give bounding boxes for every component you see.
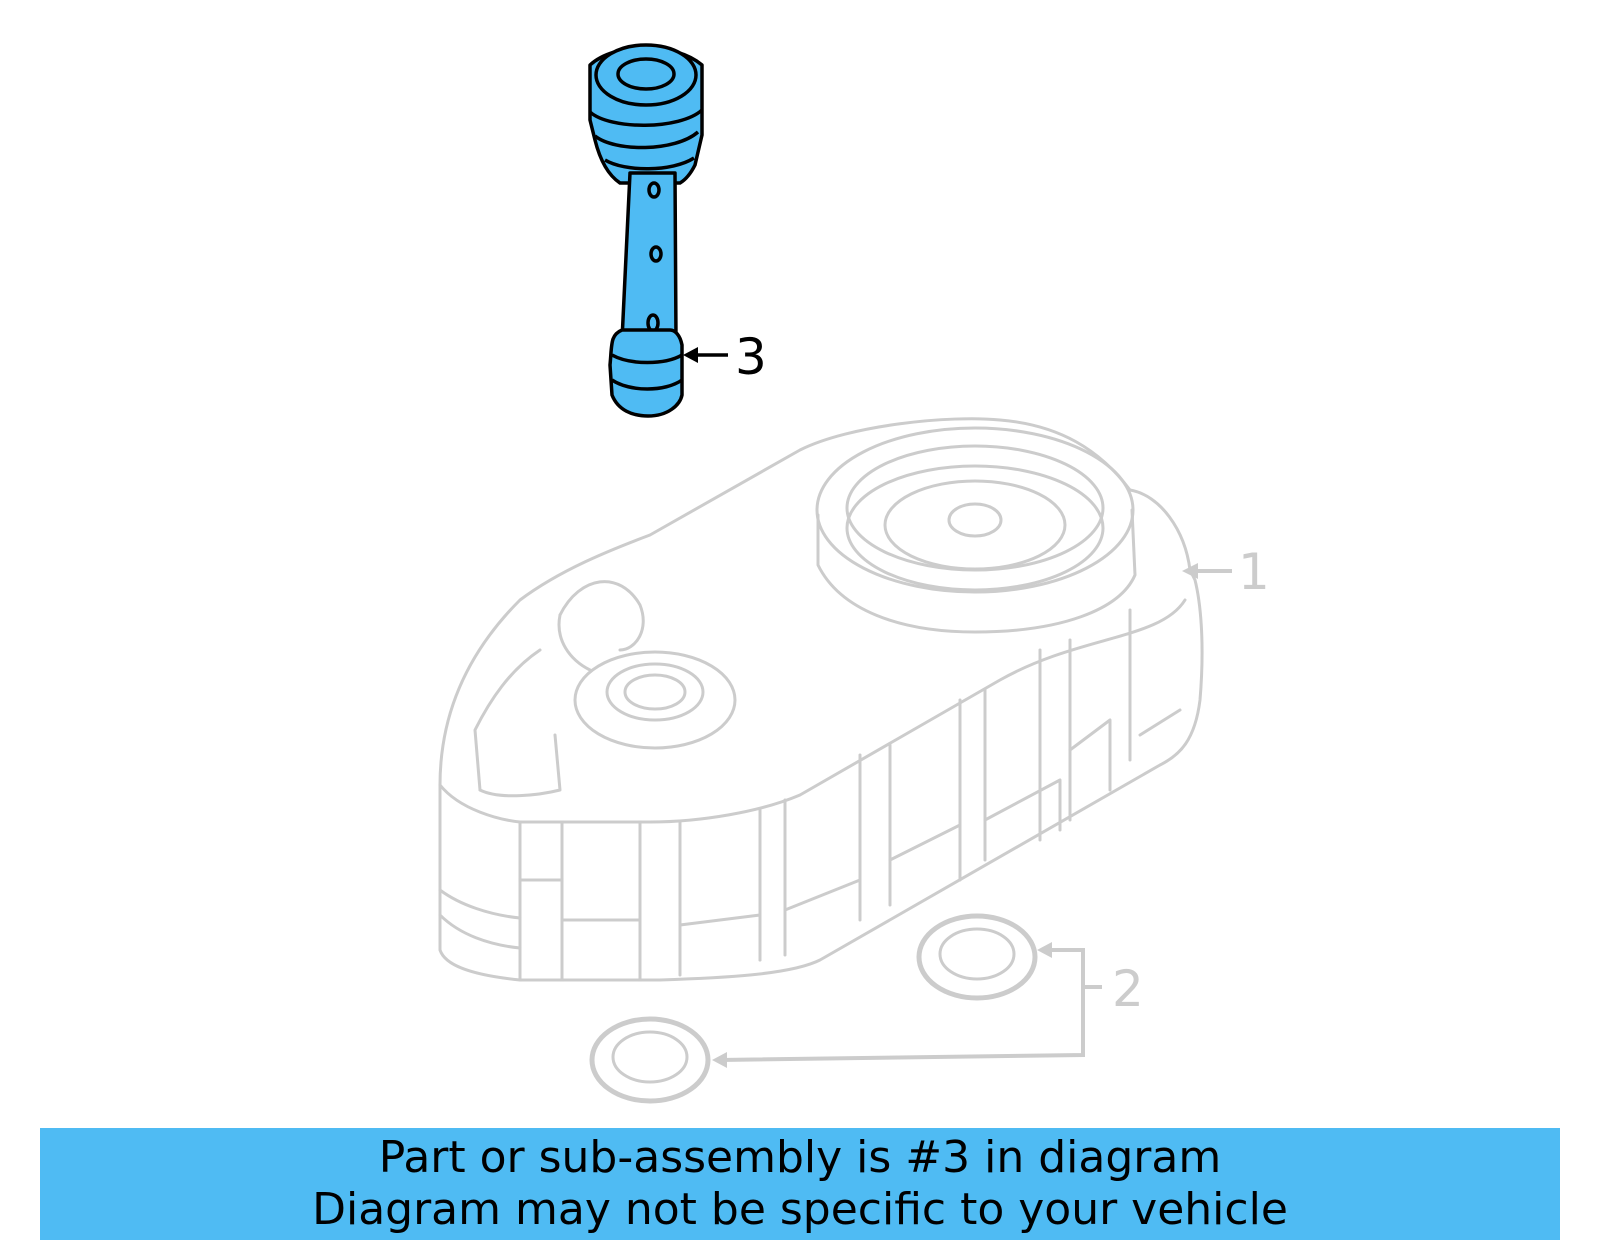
part-1-housing <box>438 417 1204 982</box>
banner-line-disclaimer: Diagram may not be specific to your vehi… <box>312 1184 1288 1235</box>
callout-label-2: 2 <box>1112 960 1144 1018</box>
banner-line-part-number: Part or sub-assembly is #3 in diagram <box>378 1132 1222 1183</box>
arrow-icon <box>683 347 698 363</box>
arrow-icon <box>1182 563 1198 579</box>
info-banner: Part or sub-assembly is #3 in diagram Di… <box>40 1128 1560 1240</box>
callout-3: 3 <box>683 328 767 386</box>
callout-2: 2 <box>712 942 1144 1068</box>
part-3-shaft-assembly <box>588 43 704 418</box>
arrow-icon <box>1037 942 1052 958</box>
callout-label-1: 1 <box>1238 543 1270 601</box>
callout-1: 1 <box>1182 543 1270 601</box>
callout-label-3: 3 <box>735 328 767 386</box>
arrow-icon <box>712 1052 727 1068</box>
part-2-seal-rings <box>589 913 1038 1104</box>
